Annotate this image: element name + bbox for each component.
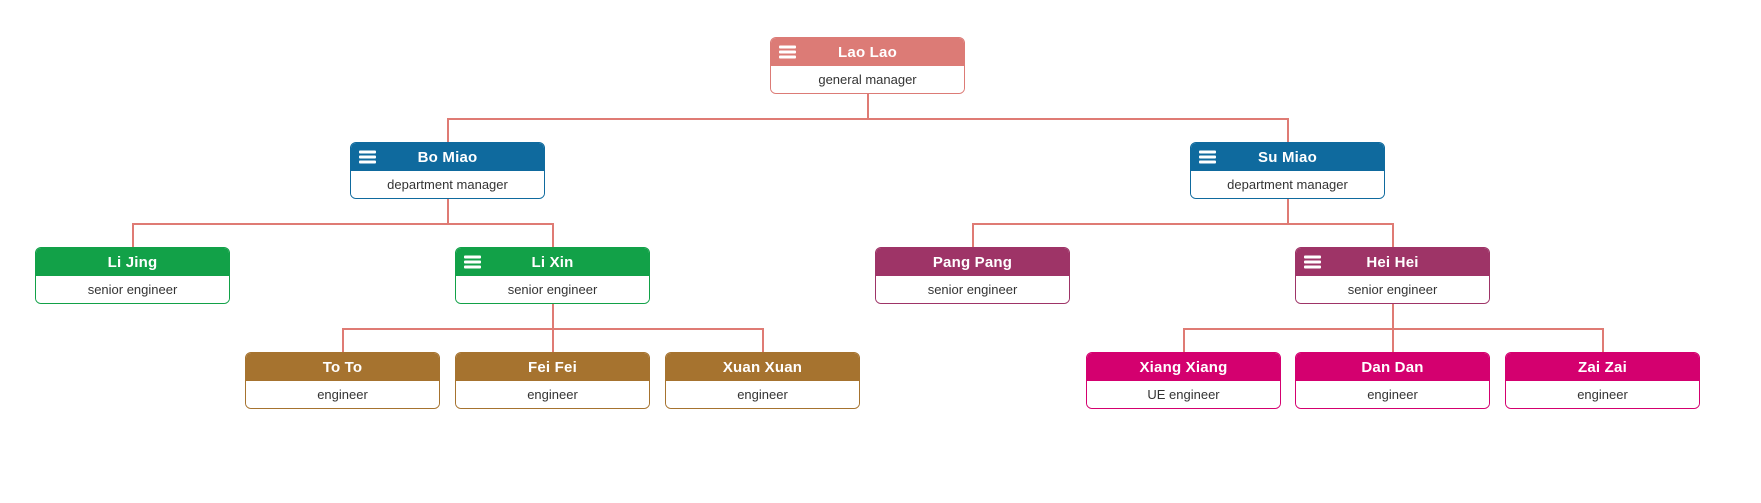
node-header: Xiang Xiang — [1087, 353, 1280, 381]
node-header: Xuan Xuan — [666, 353, 859, 381]
org-node-zaizai[interactable]: Zai Zai engineer — [1505, 352, 1700, 409]
connector-line — [446, 199, 449, 223]
org-node-bomiao[interactable]: Bo Miao department manager — [350, 142, 545, 199]
org-node-toto[interactable]: To To engineer — [245, 352, 440, 409]
node-name: Fei Fei — [528, 358, 577, 376]
connector-line — [866, 94, 869, 118]
node-name: Bo Miao — [417, 148, 478, 166]
node-name: Xiang Xiang — [1139, 358, 1228, 376]
node-name: Pang Pang — [932, 253, 1013, 271]
node-name: To To — [322, 358, 363, 376]
org-node-sumiao[interactable]: Su Miao department manager — [1190, 142, 1385, 199]
node-name: Lao Lao — [838, 43, 897, 61]
node-title: senior engineer — [36, 276, 229, 303]
node-name: Hei Hei — [1366, 253, 1419, 271]
connector-line — [1601, 328, 1604, 352]
org-node-lixin[interactable]: Li Xin senior engineer — [455, 247, 650, 304]
node-header: Lao Lao — [771, 38, 964, 66]
node-title: department manager — [351, 171, 544, 198]
connector-line — [1286, 118, 1289, 142]
node-header: Zai Zai — [1506, 353, 1699, 381]
org-node-lijing[interactable]: Li Jing senior engineer — [35, 247, 230, 304]
node-header: Li Jing — [36, 248, 229, 276]
connector-line — [131, 223, 134, 247]
connector-line — [551, 328, 554, 352]
node-title: senior engineer — [456, 276, 649, 303]
node-title: senior engineer — [876, 276, 1069, 303]
org-node-heihei[interactable]: Hei Hei senior engineer — [1295, 247, 1490, 304]
node-title: engineer — [1296, 381, 1489, 408]
node-name: Dan Dan — [1361, 358, 1424, 376]
connector-line — [341, 328, 344, 352]
connector-line — [971, 223, 974, 247]
connector-line — [551, 304, 554, 328]
node-name: Li Jing — [107, 253, 158, 271]
connector-line — [1391, 304, 1394, 328]
node-header: Fei Fei — [456, 353, 649, 381]
menu-icon — [1304, 255, 1321, 269]
menu-icon — [779, 45, 796, 59]
connector-line — [446, 118, 1289, 120]
node-header: Dan Dan — [1296, 353, 1489, 381]
node-name: Xuan Xuan — [722, 358, 803, 376]
node-title: engineer — [1506, 381, 1699, 408]
org-node-pangpang[interactable]: Pang Pang senior engineer — [875, 247, 1070, 304]
node-header: Li Xin — [456, 248, 649, 276]
node-title: department manager — [1191, 171, 1384, 198]
node-title: engineer — [456, 381, 649, 408]
connector-line — [761, 328, 764, 352]
node-title: senior engineer — [1296, 276, 1489, 303]
org-node-dandan[interactable]: Dan Dan engineer — [1295, 352, 1490, 409]
connector-line — [1391, 328, 1394, 352]
org-node-feifei[interactable]: Fei Fei engineer — [455, 352, 650, 409]
node-header: Bo Miao — [351, 143, 544, 171]
org-node-xuanxuan[interactable]: Xuan Xuan engineer — [665, 352, 860, 409]
connector-line — [446, 118, 449, 142]
connector-line — [971, 223, 1394, 225]
connector-line — [131, 223, 554, 225]
node-name: Su Miao — [1258, 148, 1317, 166]
node-title: UE engineer — [1087, 381, 1280, 408]
node-name: Zai Zai — [1578, 358, 1627, 376]
node-header: Hei Hei — [1296, 248, 1489, 276]
node-header: To To — [246, 353, 439, 381]
menu-icon — [464, 255, 481, 269]
connector-line — [1391, 223, 1394, 247]
node-title: engineer — [246, 381, 439, 408]
node-name: Li Xin — [531, 253, 574, 271]
menu-icon — [359, 150, 376, 164]
org-node-laolao[interactable]: Lao Lao general manager — [770, 37, 965, 94]
node-header: Su Miao — [1191, 143, 1384, 171]
connector-line — [1286, 199, 1289, 223]
node-header: Pang Pang — [876, 248, 1069, 276]
connector-line — [551, 223, 554, 247]
org-node-xiangxiang[interactable]: Xiang Xiang UE engineer — [1086, 352, 1281, 409]
connector-line — [1182, 328, 1185, 352]
node-title: engineer — [666, 381, 859, 408]
node-title: general manager — [771, 66, 964, 93]
menu-icon — [1199, 150, 1216, 164]
